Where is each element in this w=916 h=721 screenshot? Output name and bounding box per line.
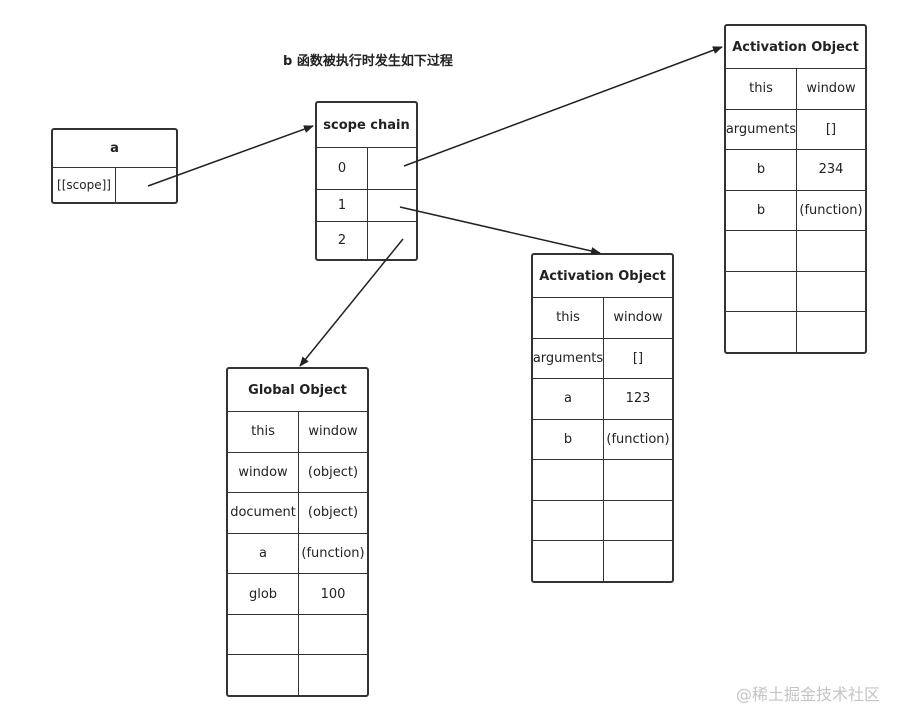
row-key: 0 [317,148,368,189]
table-row: 2 [317,222,416,259]
box-title: Activation Object [726,26,865,69]
table-row [726,312,865,353]
row-key: a [533,379,604,419]
row-value [116,168,176,202]
table-row: b (function) [726,190,865,232]
table-row [533,500,672,542]
table-row: document (object) [228,493,367,534]
table-row: this window [726,69,865,110]
box-title: Global Object [228,369,367,412]
box-title: a [53,130,176,168]
row-key: document [228,493,299,533]
row-key: b [726,150,797,190]
row-key [228,614,299,655]
table-row: 0 [317,148,416,190]
box-title: scope chain [317,103,416,148]
activation-object-a: Activation Object this window arguments … [531,253,674,583]
row-value [299,655,367,695]
row-value [797,231,865,271]
row-key [533,541,604,582]
diagram-caption: b 函数被执行时发生如下过程 [283,54,453,69]
row-key: [[scope]] [53,168,116,202]
row-key [228,655,299,696]
watermark: @稀土掘金技术社区 [736,685,881,704]
row-value [604,541,672,581]
table-row: a (function) [228,533,367,575]
row-key: a [228,533,299,574]
row-key: glob [228,574,299,614]
table-row [533,460,672,501]
row-value [604,501,672,541]
table-row: this window [533,298,672,339]
row-value [368,190,416,221]
row-key: b [533,419,604,460]
row-value: 100 [320,586,346,602]
table-row [228,655,367,696]
row-key: 2 [317,222,368,259]
function-object-a: a [[scope]] [51,128,178,204]
row-value: (function) [799,203,863,219]
row-value: (object) [307,464,359,480]
table-row: [[scope]] [53,168,176,202]
row-key: this [533,298,604,338]
row-value: window [308,424,358,440]
table-row: arguments [] [533,338,672,380]
table-row: b (function) [533,419,672,461]
table-row [228,614,367,656]
row-value [797,272,865,312]
row-key: arguments [533,338,604,379]
row-value: (function) [301,546,365,562]
row-value: 123 [625,391,651,407]
row-value: (object) [307,505,359,521]
table-row: 1 [317,190,416,222]
row-key [533,500,604,541]
table-row [726,271,865,313]
row-key [533,460,604,500]
row-key: this [228,412,299,452]
row-key: arguments [726,109,797,150]
row-value: (function) [606,432,670,448]
row-value [299,615,367,655]
row-key [726,231,797,271]
global-object: Global Object this window window (object… [226,367,369,697]
row-key: this [726,69,797,109]
row-key [726,271,797,312]
table-row: b 234 [726,150,865,191]
row-key: window [228,452,299,493]
arrow-scope-1-to-activation-a [399,206,601,255]
table-row: glob 100 [228,574,367,615]
row-value [797,312,865,352]
table-row: arguments [] [726,109,865,151]
table-row: this window [228,412,367,453]
scope-chain-box: scope chain 0 1 2 [315,101,418,261]
table-row [726,231,865,272]
row-key [726,312,797,353]
table-row [533,541,672,582]
activation-object-b: Activation Object this window arguments … [724,24,867,354]
row-value: window [613,310,663,326]
row-value [368,222,416,259]
row-key: 1 [317,190,368,221]
row-value: 234 [818,162,844,178]
row-value: [] [825,121,837,137]
row-value: [] [632,350,644,366]
row-value [604,460,672,500]
box-title: Activation Object [533,255,672,298]
table-row: a 123 [533,379,672,420]
row-value: window [806,81,856,97]
table-row: window (object) [228,452,367,494]
row-key: b [726,190,797,231]
row-value [368,148,416,189]
